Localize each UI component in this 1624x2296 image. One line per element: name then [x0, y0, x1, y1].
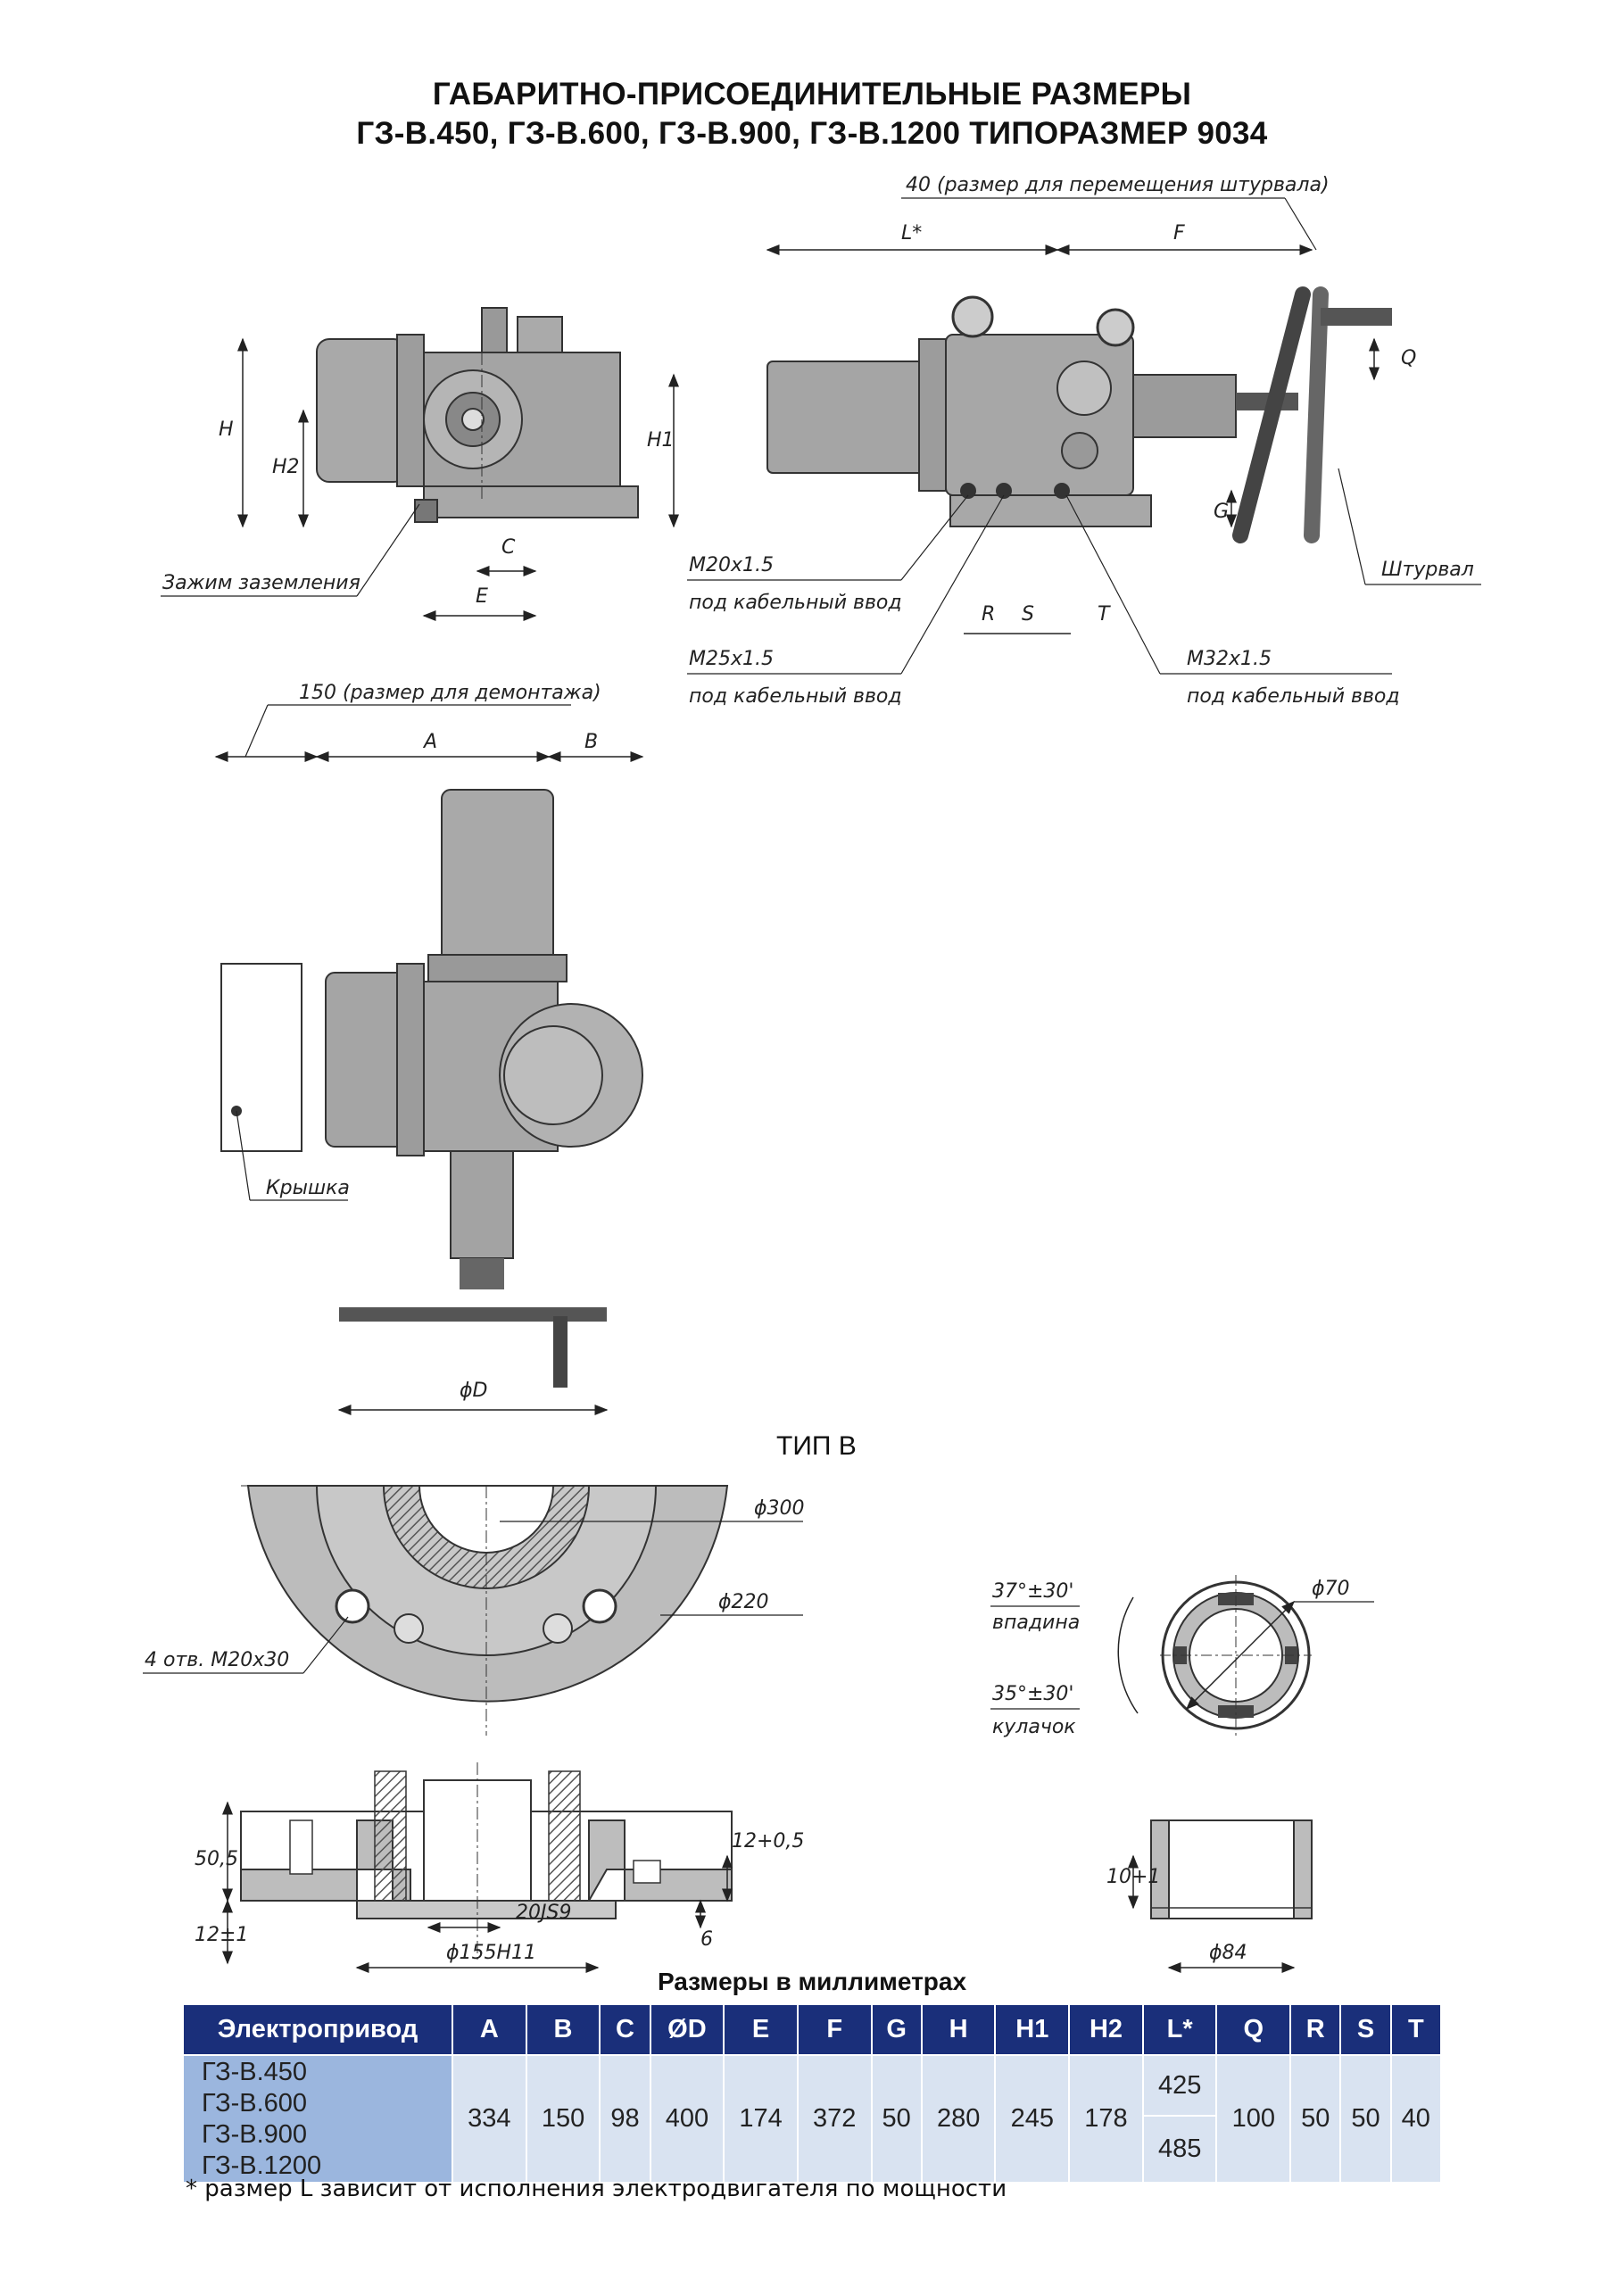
holes-label: 4 отв. М20х30 [145, 1649, 289, 1671]
m32-label: М32х1.5 [1187, 648, 1272, 670]
cell-l-2: 485 [1142, 2115, 1218, 2182]
top-view: 150 (размер для демонтажа) A B ϕD Крышка [214, 682, 644, 1415]
col-header-r: R [1290, 2005, 1342, 2055]
models-cell: ГЗ-В.450 ГЗ-В.600 ГЗ-В.900 ГЗ-В.1200 [184, 2054, 453, 2182]
side-view-left: H H2 H1 C E Зажим заземления [161, 307, 679, 621]
col-header-h1: H1 [995, 2005, 1071, 2055]
dim-f-label: F [1173, 222, 1185, 245]
type-b-label: ТИП В [776, 1431, 857, 1461]
cell-s: 50 [1340, 2054, 1392, 2182]
dim-q-label: Q [1401, 347, 1416, 369]
model-name: ГЗ-В.900 [202, 2119, 308, 2149]
title-line-1: ГАБАРИТНО-ПРИСОЕДИНИТЕЛЬНЫЕ РАЗМЕРЫ [432, 77, 1192, 112]
table-row: ГЗ-В.450 ГЗ-В.600 ГЗ-В.900 ГЗ-В.1200 334… [184, 2054, 1443, 2182]
dim-h2-label: H2 [272, 456, 300, 478]
flange-plan-view: ϕ300 ϕ220 4 отв. М20х30 [143, 1485, 805, 1736]
dim-20js9-label: 20JS9 [516, 1902, 571, 1924]
cell-q: 100 [1216, 2054, 1292, 2182]
col-header-e: E [724, 2005, 799, 2055]
col-header-model: Электропривод [184, 2005, 453, 2055]
m20-cable-label: под кабельный ввод [689, 592, 902, 614]
d220-label: ϕ220 [718, 1591, 769, 1613]
groove-label: впадина [992, 1612, 1080, 1634]
cell-od: 400 [650, 2054, 725, 2182]
cell-h: 280 [921, 2054, 997, 2182]
col-header-b: B [526, 2005, 601, 2055]
dismount-label: 150 (размер для демонтажа) [299, 682, 601, 704]
dim-c-label: C [501, 536, 516, 559]
cell-f: 372 [797, 2054, 873, 2182]
m25-cable-label: под кабельный ввод [689, 685, 902, 708]
handwheel-label: Штурвал [1381, 559, 1474, 581]
col-header-t: T [1390, 2005, 1443, 2055]
d84-label: ϕ84 [1209, 1942, 1247, 1964]
d300-label: ϕ300 [754, 1497, 805, 1520]
dim-lstar-label: L* [901, 222, 922, 245]
cell-t: 40 [1390, 2054, 1443, 2182]
cell-a: 334 [452, 2054, 527, 2182]
dim-b-label: B [584, 731, 598, 753]
dim-155-label: ϕ155H11 [446, 1942, 536, 1964]
m32-cable-label: под кабельный ввод [1187, 685, 1400, 708]
col-header-s: S [1340, 2005, 1392, 2055]
col-header-od: ØD [650, 2005, 725, 2055]
dim-r-label: R [982, 603, 995, 626]
cell-g: 50 [871, 2054, 923, 2182]
dim-6-label: 6 [700, 1928, 713, 1951]
d70-label: ϕ70 [1312, 1578, 1350, 1600]
ground-clamp-label: Зажим заземления [162, 572, 360, 594]
cam-coupling-view: ϕ70 37°±30' впадина 35°±30' кулачок [990, 1575, 1374, 1738]
cell-b: 150 [526, 2054, 601, 2182]
model-name: ГЗ-В.450 [202, 2057, 308, 2086]
angle1-label: 37°±30' [992, 1580, 1073, 1603]
units-caption: Размеры в миллиметрах [657, 1968, 967, 1995]
cell-l-1: 425 [1142, 2054, 1218, 2116]
dim-h1-label: H1 [647, 429, 675, 452]
dim-a-label: A [422, 731, 437, 753]
dim-505-label: 50,5 [195, 1848, 238, 1870]
col-header-f: F [797, 2005, 873, 2055]
model-name: ГЗ-В.1200 [202, 2151, 322, 2180]
cell-h2: 178 [1069, 2054, 1144, 2182]
flange-section-view: 20JS9 ϕ155H11 50,5 12±1 6 12+0,5 [195, 1762, 804, 1973]
dim-t-label: T [1098, 603, 1111, 626]
m20-label: М20х1.5 [689, 554, 774, 576]
dim-10-label: 10+1 [1106, 1866, 1160, 1888]
dim-12b-label: 12+0,5 [732, 1830, 804, 1853]
table-row: 485 [184, 2115, 1441, 2182]
dim-h-label: H [219, 419, 234, 441]
col-header-g: G [871, 2005, 923, 2055]
dim-12-label: 12±1 [195, 1924, 248, 1946]
cover-label: Крышка [266, 1177, 350, 1199]
title-line-2: ГЗ-В.450, ГЗ-В.600, ГЗ-В.900, ГЗ-В.1200 … [356, 116, 1268, 151]
dim-od-label: ϕD [460, 1380, 487, 1402]
table-header-row: Электропривод A B C ØD E F G H H1 H2 L* … [184, 2005, 1443, 2055]
cell-r: 50 [1290, 2054, 1342, 2182]
m25-label: М25х1.5 [689, 648, 774, 670]
side-view-right: L* F 40 (размер для перемещения штурвала… [687, 174, 1481, 708]
dim-g-label: G [1214, 501, 1229, 523]
cell-e: 174 [724, 2054, 799, 2182]
cam-label: кулачок [992, 1716, 1076, 1738]
dim-s-label: S [1022, 603, 1034, 626]
handwheel-move-label: 40 (размер для перемещения штурвала) [906, 174, 1330, 196]
cell-h1: 245 [995, 2054, 1071, 2182]
col-header-h2: H2 [1069, 2005, 1144, 2055]
angle2-label: 35°±30' [992, 1683, 1073, 1705]
col-header-c: C [600, 2005, 651, 2055]
col-header-h: H [921, 2005, 997, 2055]
coupling-section-view: ϕ84 10+1 [1106, 1819, 1313, 1973]
footnote: * размер L зависит от исполнения электро… [186, 2176, 1007, 2202]
col-header-q: Q [1216, 2005, 1292, 2055]
dimensions-table: Электропривод A B C ØD E F G H H1 H2 L* … [184, 2005, 1443, 2182]
cell-c: 98 [600, 2054, 651, 2182]
col-header-lstar: L* [1142, 2005, 1218, 2055]
dim-e-label: E [476, 585, 488, 608]
col-header-a: A [452, 2005, 527, 2055]
model-name: ГЗ-В.600 [202, 2088, 308, 2118]
